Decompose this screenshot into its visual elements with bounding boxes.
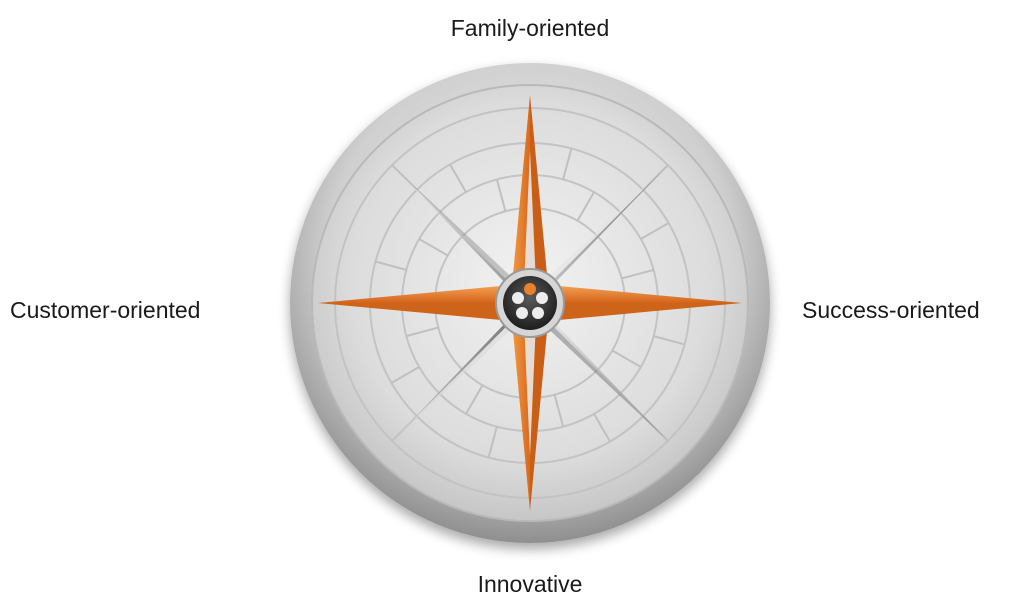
compass-hub xyxy=(496,269,564,337)
